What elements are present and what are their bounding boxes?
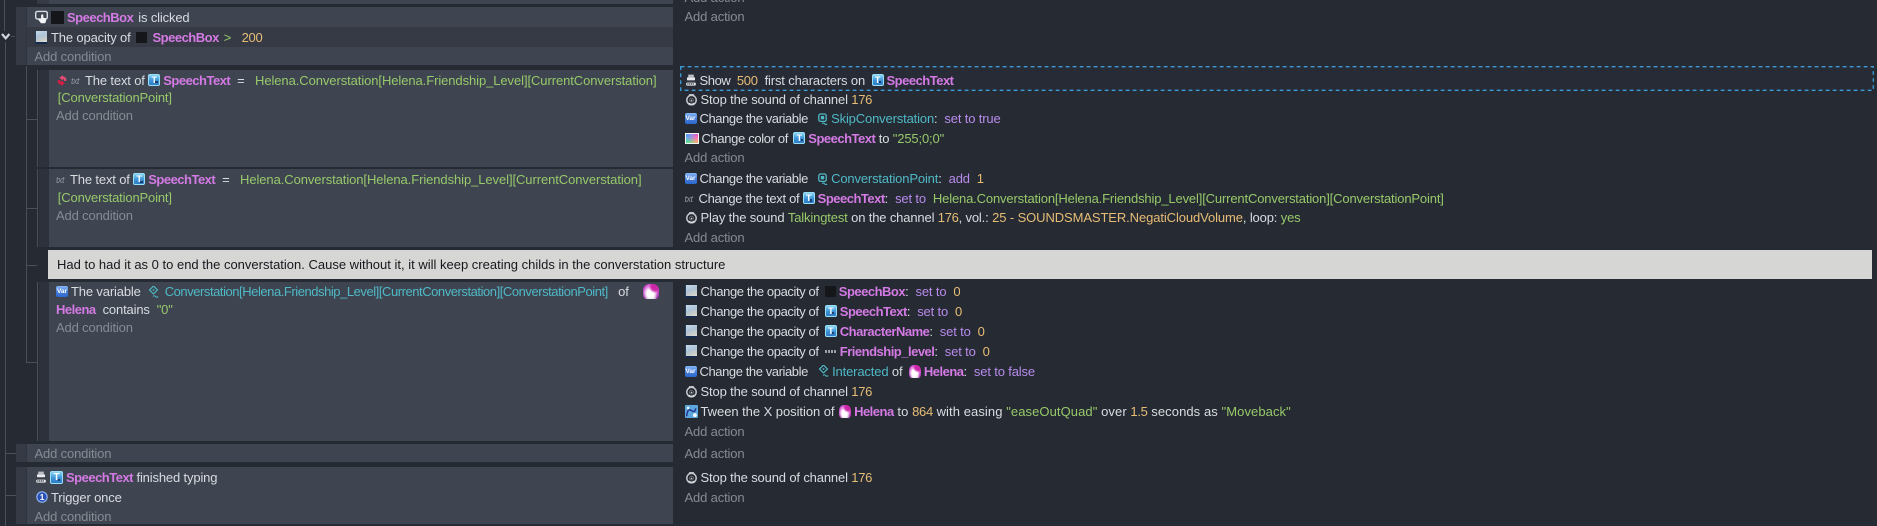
svg-text:1: 1 <box>40 492 45 502</box>
